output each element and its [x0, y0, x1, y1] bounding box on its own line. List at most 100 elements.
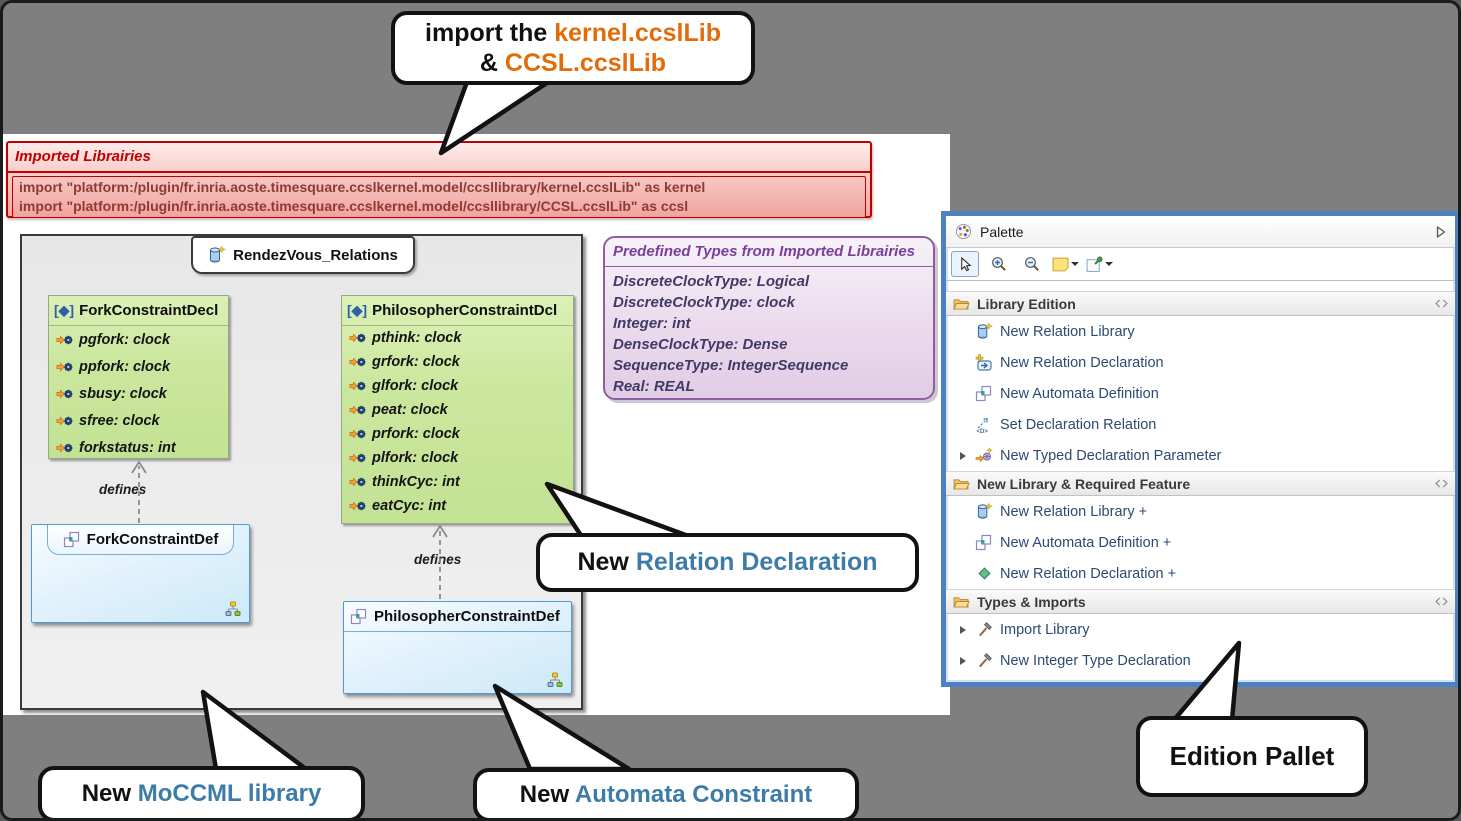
zoom-out-button[interactable] — [1019, 252, 1045, 276]
attribute-row[interactable]: prfork: clock — [342, 422, 573, 446]
pin-section-icon[interactable] — [1435, 597, 1448, 606]
callout-text: Automata Constraint — [574, 781, 813, 808]
automata-definition-icon — [975, 385, 992, 401]
automata-definition-icon — [350, 608, 367, 624]
attribute-icon — [349, 333, 366, 343]
zoom-in-icon — [992, 257, 1006, 271]
section-label: Types & Imports — [977, 593, 1086, 610]
attribute-label: eatCyc: int — [372, 498, 447, 514]
pin-section-icon[interactable] — [1435, 479, 1448, 488]
attribute-row[interactable]: grfork: clock — [342, 350, 573, 374]
diagram-tab-rendezvous-relations[interactable]: RendezVous_Relations — [191, 236, 415, 274]
typed-declaration-parameter-icon — [975, 446, 993, 462]
palette-item-new-relation-library-plus[interactable]: New Relation Library + — [946, 496, 1455, 527]
zoom-in-button[interactable] — [986, 252, 1012, 276]
palette-item-new-automata-definition-plus[interactable]: New Automata Definition + — [946, 527, 1455, 558]
palette-section-new-library-required-feature[interactable]: New Library & Required Feature — [946, 471, 1455, 496]
dropdown-caret-icon — [1071, 262, 1079, 266]
callout-edition-pallet: Edition Pallet — [1136, 716, 1368, 797]
attribute-row[interactable]: thinkCyc: int — [342, 470, 573, 494]
attribute-icon — [56, 335, 73, 344]
attribute-row[interactable]: ppfork: clock — [49, 353, 228, 380]
expand-arrow-icon[interactable] — [960, 625, 966, 634]
def-name: ForkConstraintDef — [86, 531, 219, 548]
expand-arrow-icon[interactable] — [960, 656, 966, 665]
note-tool-button[interactable] — [1052, 257, 1079, 272]
callout-text: the — [502, 19, 555, 47]
hammer-icon — [978, 653, 992, 668]
palette-item-new-relation-declaration-plus[interactable]: New Relation Declaration + — [946, 558, 1455, 589]
select-tool-button[interactable] — [951, 251, 979, 277]
callout-new-automata-constraint: New Automata Constraint — [473, 768, 859, 818]
cursor-icon — [960, 256, 971, 271]
palette-item-import-library[interactable]: Import Library — [946, 614, 1455, 645]
class-name: PhilosopherConstraintDcl — [372, 302, 558, 319]
hierarchy-icon — [225, 601, 241, 616]
attribute-icon — [56, 362, 73, 371]
item-label: New Relation Declaration — [1000, 354, 1164, 371]
attribute-icon — [349, 477, 366, 487]
attribute-row[interactable]: peat: clock — [342, 398, 573, 422]
attribute-row[interactable]: eatCyc: int — [342, 494, 573, 518]
set-declaration-relation-icon: <D> — [977, 417, 989, 434]
item-label: New Typed Declaration Parameter — [1000, 447, 1222, 464]
attribute-label: plfork: clock — [372, 450, 459, 466]
attribute-row[interactable]: sfree: clock — [49, 407, 228, 434]
attribute-label: prfork: clock — [372, 426, 460, 442]
callout-text: New — [519, 781, 575, 808]
def-philosopher-constraint-def[interactable]: PhilosopherConstraintDef — [343, 601, 572, 694]
predefined-type: Real: REAL — [613, 378, 695, 395]
attribute-row[interactable]: forkstatus: int — [49, 434, 228, 461]
item-label: New Automata Definition + — [1000, 534, 1172, 551]
palette-title: Palette — [980, 223, 1024, 240]
palette-section-library-edition[interactable]: Library Edition — [946, 291, 1455, 316]
imported-libraries-body: import "platform:/plugin/fr.inria.aoste.… — [12, 176, 866, 218]
class-marker-icon: [◆] — [347, 302, 368, 318]
palette-item-new-relation-library[interactable]: New Relation Library — [946, 316, 1455, 347]
palette-item-set-declaration-relation[interactable]: <D> Set Declaration Relation — [946, 409, 1455, 440]
predefined-type: DiscreteClockType: Logical — [613, 273, 810, 290]
item-label: New Integer Type Declaration — [1000, 652, 1191, 669]
palette-item-new-integer-type-declaration[interactable]: New Integer Type Declaration — [946, 645, 1455, 676]
pin-note-tool-button[interactable] — [1086, 256, 1113, 273]
predefined-types-title: Predefined Types from Imported Librairie… — [605, 238, 933, 267]
attribute-row[interactable]: glfork: clock — [342, 374, 573, 398]
callout-text: MoCCML library — [137, 780, 322, 807]
predefined-type: DiscreteClockType: clock — [613, 294, 796, 311]
import-statement: import "platform:/plugin/fr.inria.aoste.… — [19, 179, 706, 195]
callout-text: & — [479, 49, 505, 77]
attribute-row[interactable]: sbusy: clock — [49, 380, 228, 407]
attribute-label: sbusy: clock — [79, 385, 167, 402]
item-label: New Automata Definition — [1000, 385, 1159, 402]
attribute-row[interactable]: pthink: clock — [342, 326, 573, 350]
collapse-arrow-icon[interactable] — [1436, 225, 1446, 238]
attribute-label: grfork: clock — [372, 354, 460, 370]
predefined-type: Integer: int — [613, 315, 691, 332]
imported-libraries-title: Imported Librairies — [8, 143, 870, 173]
def-name: PhilosopherConstraintDef — [374, 608, 560, 625]
pin-section-icon[interactable] — [1435, 299, 1448, 308]
defines-edge-label: defines — [99, 482, 147, 497]
palette-item-new-typed-declaration-parameter[interactable]: New Typed Declaration Parameter — [946, 440, 1455, 471]
attribute-row[interactable]: pgfork: clock — [49, 326, 228, 353]
relation-library-icon — [977, 503, 993, 519]
palette-section-types-imports[interactable]: Types & Imports — [946, 589, 1455, 614]
folder-icon — [953, 479, 970, 490]
item-label: Set Declaration Relation — [1000, 416, 1157, 433]
callout-text: kernel.ccslLib — [554, 19, 721, 47]
attribute-row[interactable]: plfork: clock — [342, 446, 573, 470]
svg-text:<D>: <D> — [977, 429, 989, 434]
palette-item-new-relation-declaration[interactable]: New Relation Declaration — [946, 347, 1455, 378]
class-fork-constraint-decl[interactable]: [◆] ForkConstraintDecl pgfork: clock ppf… — [48, 295, 229, 459]
def-fork-constraint-def[interactable]: ForkConstraintDef — [31, 524, 250, 623]
palette-title-bar[interactable]: Palette — [946, 216, 1455, 248]
expand-arrow-icon[interactable] — [960, 451, 966, 460]
item-label: New Relation Library — [1000, 323, 1135, 340]
attribute-label: glfork: clock — [372, 378, 459, 394]
class-philosopher-constraint-dcl[interactable]: [◆] PhilosopherConstraintDcl pthink: clo… — [341, 295, 574, 524]
relation-library-icon — [977, 323, 993, 339]
item-label: New Relation Declaration + — [1000, 565, 1177, 582]
pin-note-icon — [1086, 256, 1103, 272]
palette-item-new-automata-definition[interactable]: New Automata Definition — [946, 378, 1455, 409]
